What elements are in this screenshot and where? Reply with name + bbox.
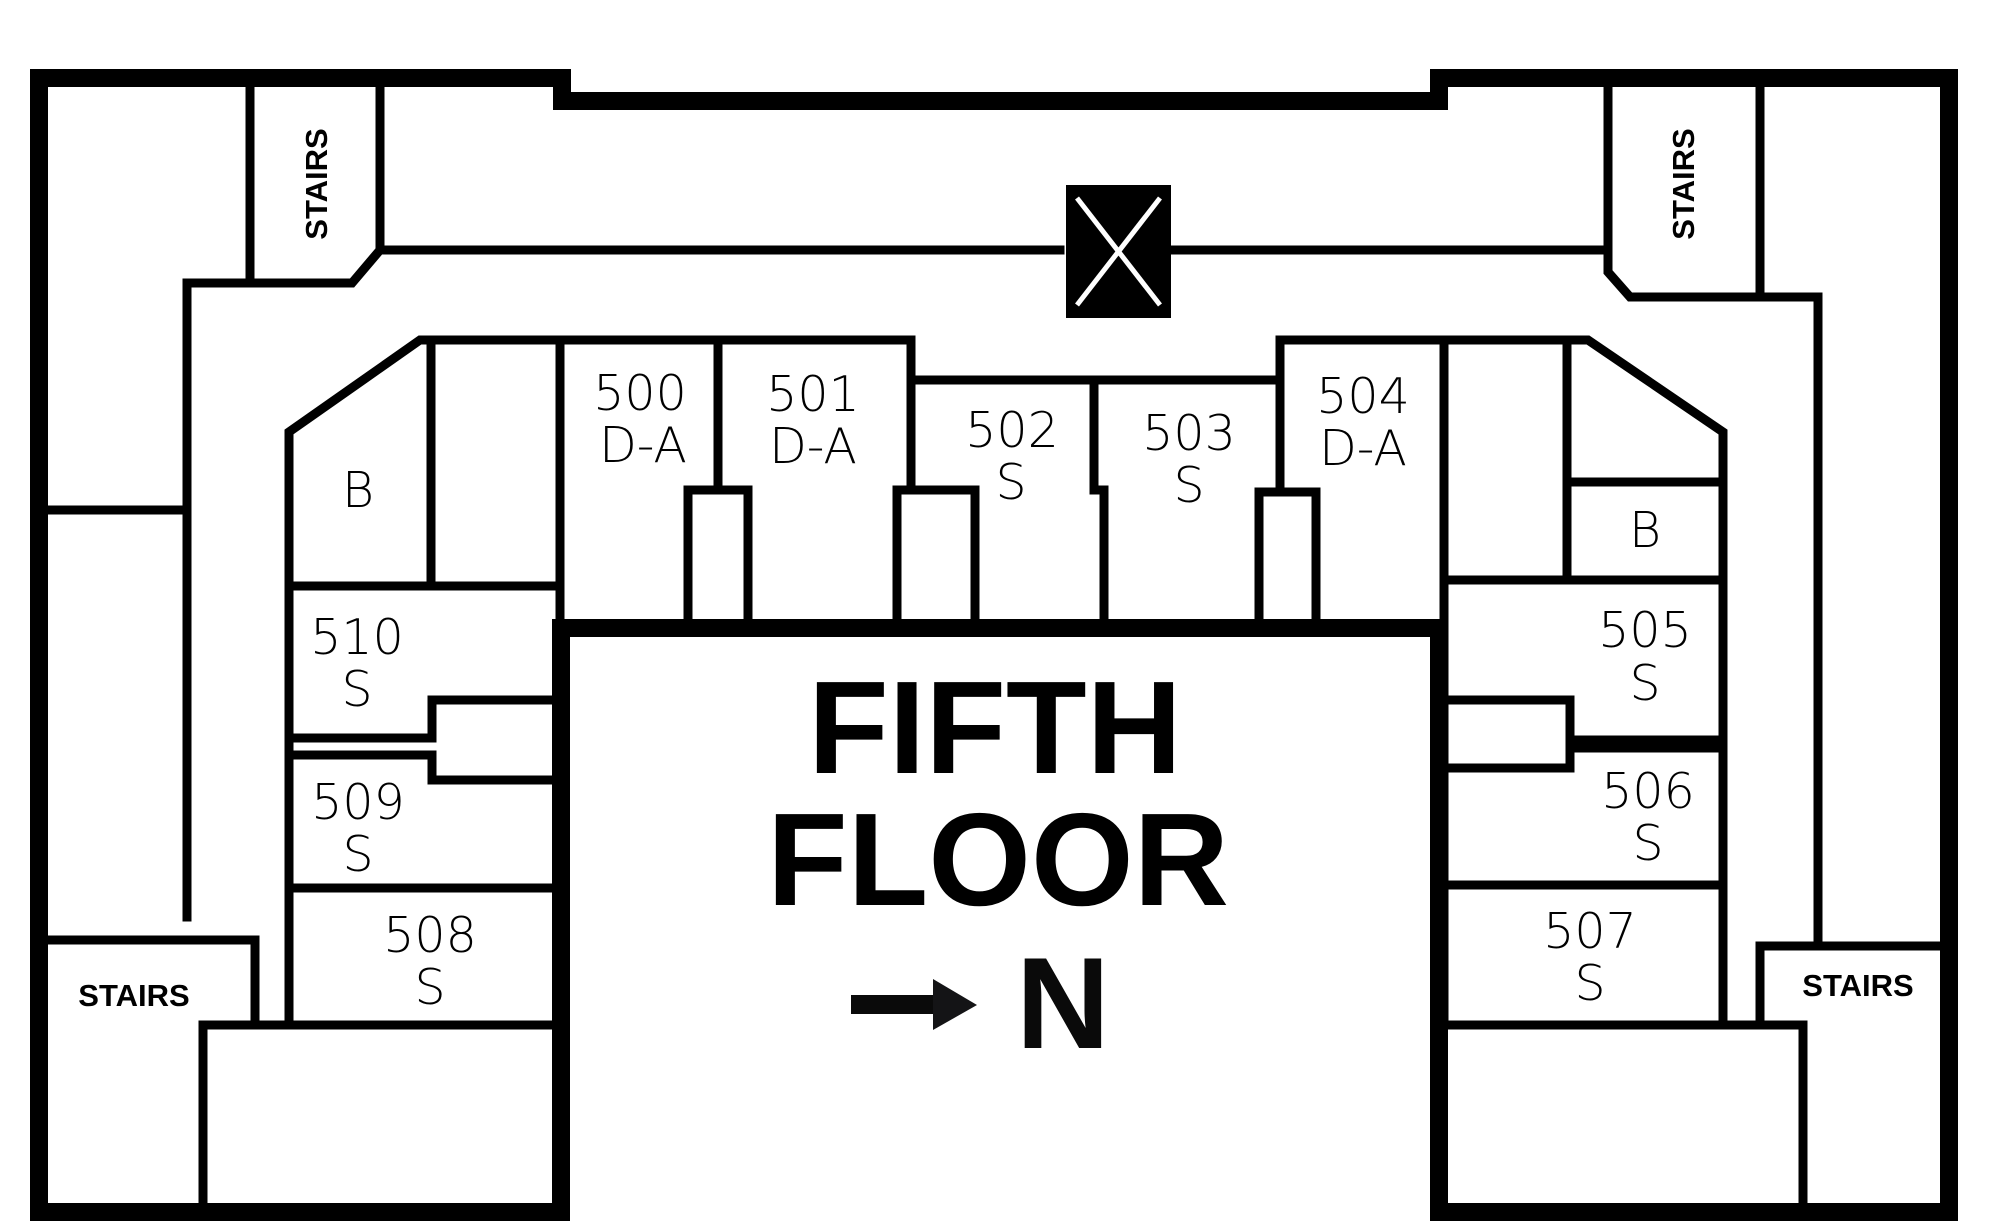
stairs-label-ne: STAIRS [1666, 128, 1701, 239]
bath-west-label: B [342, 462, 374, 519]
room-508-number: 508 [383, 907, 477, 964]
room-505-type: S [1629, 655, 1660, 712]
stairs-labels: STAIRS STAIRS STAIRS STAIRS [78, 128, 1913, 1013]
room-506-type: S [1632, 815, 1663, 872]
room-510-number: 510 [310, 609, 404, 666]
room-504-type: D-A [1319, 420, 1407, 477]
room-508-type: S [414, 959, 445, 1016]
room-501-type: D-A [769, 418, 857, 475]
room-500-number: 500 [593, 365, 687, 422]
stairs-label-sw: STAIRS [78, 978, 189, 1013]
room-509-number: 509 [311, 774, 405, 831]
elevator [1066, 185, 1171, 318]
room-502-number: 502 [965, 402, 1059, 459]
title-line-2: FLOOR [767, 786, 1229, 933]
title-line-1: FIFTH [808, 654, 1182, 801]
north-rooms [284, 335, 1728, 1030]
floor-title: FIFTH FLOOR [767, 654, 1229, 933]
room-505-number: 505 [1598, 602, 1692, 659]
north-corridor [39, 82, 1823, 942]
west-wing [39, 581, 565, 1217]
arrow-right-icon [851, 979, 977, 1030]
room-510-type: S [341, 661, 372, 718]
room-labels: 500 D-A 501 D-A 502 S 503 S 504 D-A B B … [310, 365, 1695, 1016]
room-509-type: S [342, 826, 373, 883]
stairs-label-se: STAIRS [1802, 968, 1913, 1003]
bath-east-label: B [1629, 502, 1661, 559]
room-500-type: D-A [599, 417, 687, 474]
stairs-label-nw: STAIRS [299, 128, 334, 239]
room-501-number: 501 [766, 366, 860, 423]
room-503-type: S [1173, 457, 1204, 514]
north-label: N [1016, 930, 1110, 1076]
room-503-number: 503 [1142, 405, 1236, 462]
north-indicator: N [851, 930, 1110, 1076]
room-507-type: S [1574, 955, 1605, 1012]
east-wing [1439, 578, 1949, 1217]
room-504-number: 504 [1316, 368, 1410, 425]
room-502-type: S [995, 454, 1026, 511]
room-506-number: 506 [1601, 763, 1695, 820]
room-507-number: 507 [1543, 903, 1637, 960]
